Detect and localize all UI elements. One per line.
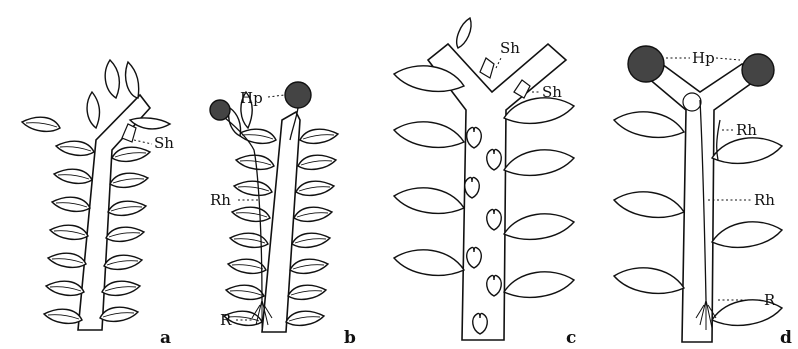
label-rh-d-lower: Rh bbox=[754, 191, 775, 209]
label-r-b: R bbox=[220, 311, 232, 329]
panel-label-d: d bbox=[780, 328, 792, 348]
panel-d: Hp Rh Rh R d bbox=[614, 46, 792, 348]
label-sh-c-2: Sh bbox=[542, 83, 562, 101]
hypnospore-head-b-left bbox=[210, 100, 230, 120]
panel-a: Sh a bbox=[22, 60, 174, 348]
panel-label-b: b bbox=[344, 328, 356, 348]
hypnospore-head-d-left bbox=[628, 46, 664, 82]
panel-c: Sh Sh c bbox=[394, 18, 576, 348]
hypnospore-head-d-right bbox=[742, 54, 774, 86]
label-sh-c-1: Sh bbox=[500, 39, 520, 57]
panel-label-c: c bbox=[566, 328, 576, 348]
panel-b: Hp Rh R b bbox=[210, 82, 356, 348]
label-r-d: R bbox=[764, 291, 776, 309]
label-sh-a: Sh bbox=[154, 134, 174, 152]
label-rh-b: Rh bbox=[210, 191, 231, 209]
label-rh-d-upper: Rh bbox=[736, 121, 757, 139]
hypnospore-head-b-right bbox=[285, 82, 311, 108]
panel-label-a: a bbox=[160, 328, 171, 348]
label-hp-b: Hp bbox=[240, 89, 263, 107]
bud-d bbox=[683, 93, 701, 111]
label-hp-d: Hp bbox=[692, 49, 715, 67]
shoot-bud-c-1 bbox=[480, 58, 494, 78]
